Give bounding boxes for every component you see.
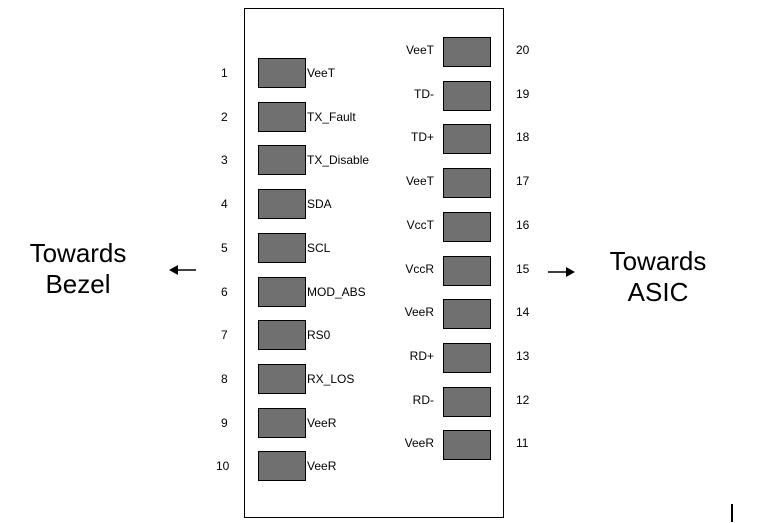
right-pin-label: RD+	[409, 348, 434, 363]
left-pin-pad	[258, 276, 306, 307]
left-pin-pad	[258, 232, 306, 263]
left-pin-pad	[258, 320, 306, 351]
right-pin-number: 19	[516, 86, 530, 101]
left-pin-label: RS0	[307, 328, 331, 343]
right-pin-number: 16	[516, 217, 530, 232]
right-pin-pad	[443, 255, 491, 286]
right-pin-label: TD-	[414, 86, 434, 101]
right-pin-number: 11	[516, 436, 529, 451]
left-pin-pad	[258, 145, 306, 176]
left-pin-label: VeeT	[307, 66, 336, 80]
left-arrow-icon	[169, 265, 196, 275]
left-pin-number: 2	[221, 109, 228, 124]
left-pin-number: 4	[221, 197, 228, 212]
towards-bezel-label: Towards Bezel	[18, 238, 138, 300]
right-pin-pad	[443, 124, 491, 155]
left-pin-pad	[258, 451, 306, 482]
right-pin-pad	[443, 430, 491, 461]
right-pin-pad	[443, 80, 491, 111]
right-pin-label: VccT	[406, 217, 434, 232]
left-pin-number: 8	[221, 371, 228, 386]
right-pin-number: 15	[516, 261, 530, 276]
right-pin-label: VeeT	[405, 174, 434, 189]
left-pin-label: MOD_ABS	[307, 284, 366, 299]
left-pin-label: VeeR	[307, 459, 337, 474]
right-pin-label: VeeR	[404, 436, 434, 451]
right-pin-number: 18	[516, 130, 530, 145]
right-pin-number: 17	[516, 174, 530, 189]
left-pin-label: TX_Disable	[307, 153, 370, 168]
right-arrow-icon	[548, 267, 575, 277]
left-pin-label: SDA	[307, 197, 332, 212]
right-pin-label: VeeR	[404, 305, 434, 320]
right-pin-label: RD-	[412, 392, 434, 407]
left-pin-number: 5	[221, 240, 228, 255]
left-pin-number: 6	[221, 284, 228, 299]
left-pin-pad	[258, 363, 306, 394]
left-pin-number: 10	[216, 459, 230, 474]
towards-asic-label: Towards ASIC	[598, 246, 718, 308]
left-pin-pad	[258, 407, 306, 438]
right-pin-label: VeeT	[405, 43, 434, 57]
left-pin-label: VeeR	[307, 415, 337, 430]
right-pin-pad	[443, 37, 491, 67]
towards-bezel-line1: Towards	[29, 238, 127, 268]
left-pin-number: 3	[221, 153, 228, 168]
left-pin-number: 7	[221, 328, 228, 343]
right-pin-number: 13	[516, 348, 530, 363]
left-pin-number: 1	[221, 66, 228, 80]
right-pin-number: 20	[516, 43, 530, 57]
right-pin-label: VccR	[405, 261, 434, 276]
left-pin-number: 9	[221, 415, 228, 430]
left-pin-label: RX_LOS	[307, 371, 355, 386]
right-pin-pad	[443, 168, 491, 199]
left-pin-pad	[258, 189, 306, 220]
towards-asic-line2: ASIC	[627, 277, 689, 307]
left-pin-pad	[258, 58, 306, 88]
right-pin-pad	[443, 299, 491, 330]
towards-bezel-line2: Bezel	[45, 269, 111, 299]
left-pin-pad	[258, 101, 306, 132]
right-pin-number: 14	[516, 305, 530, 320]
left-pin-label: TX_Fault	[307, 109, 356, 124]
right-pin-pad	[443, 211, 491, 242]
left-pin-label: SCL	[307, 240, 331, 255]
right-pin-pad	[443, 342, 491, 373]
text-cursor	[731, 504, 733, 522]
right-pin-label: TD+	[410, 130, 434, 145]
right-pin-pad	[443, 386, 491, 417]
right-pin-number: 12	[516, 392, 530, 407]
towards-asic-line1: Towards	[609, 246, 707, 276]
